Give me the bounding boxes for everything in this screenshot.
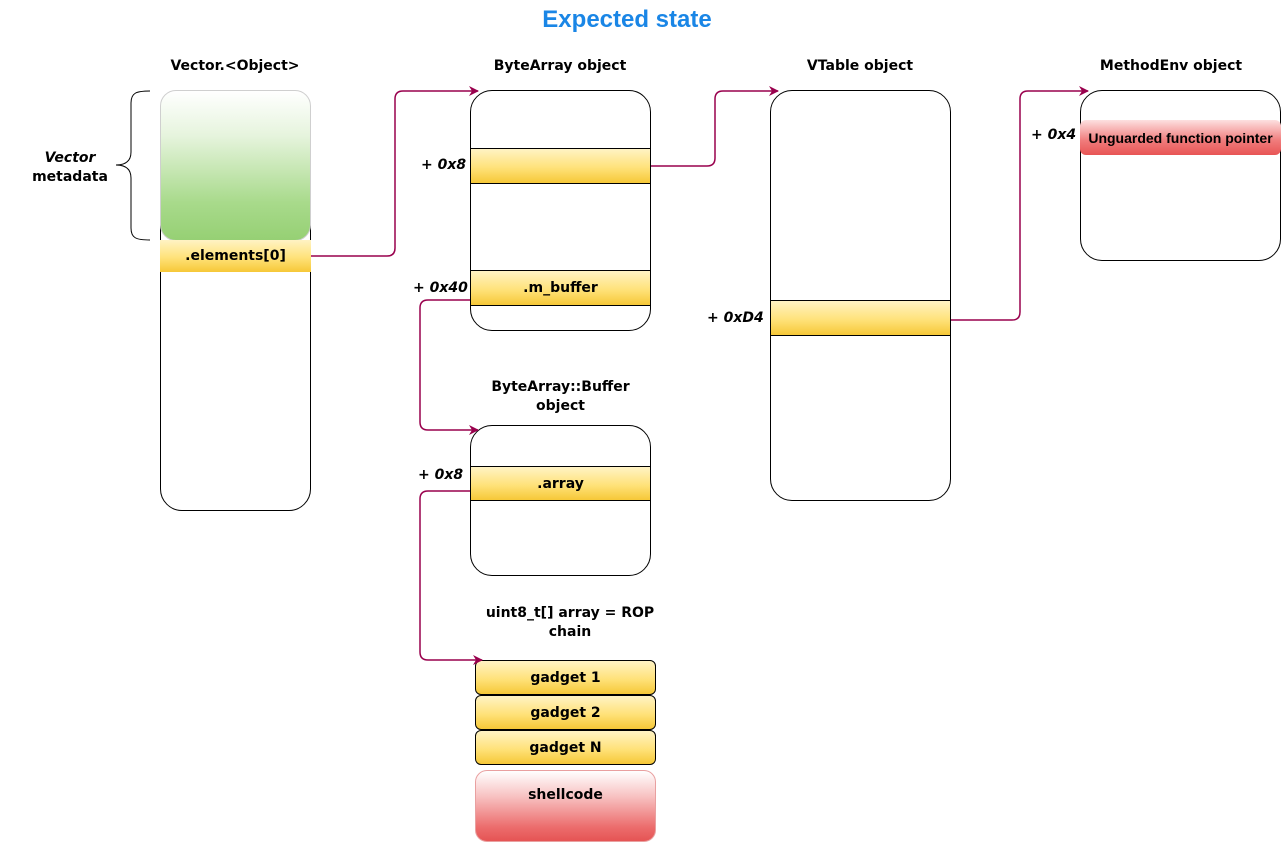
shellcode-block: shellcode	[475, 770, 656, 842]
vtable-method-field	[770, 300, 951, 336]
offset-0x8-buffer: + 0x8	[418, 467, 464, 483]
array-field: .array	[470, 466, 651, 501]
elements-field: .elements[0]	[160, 240, 311, 272]
metadata-word: Vector	[44, 150, 96, 166]
offset-0x40: + 0x40	[413, 280, 468, 296]
arrow-elements-to-bytearray	[311, 86, 479, 257]
gadget-n: gadget N	[475, 730, 656, 765]
vector-header: Vector.<Object>	[170, 58, 300, 74]
rop-header-line2: chain	[548, 624, 592, 640]
rop-header-line1: uint8_t[] array = ROP	[485, 605, 655, 621]
offset-0x4: + 0x4	[1031, 127, 1077, 143]
arrow-vtable-to-methodenv	[951, 86, 1089, 321]
vector-metadata-block	[160, 90, 311, 241]
gadget-2: gadget 2	[475, 695, 656, 730]
vtable-header: VTable object	[806, 58, 914, 74]
metadata-text: metadata	[32, 169, 108, 185]
offset-0xd4: + 0xD4	[707, 310, 764, 326]
rop-header: uint8_t[] array = ROP chain	[470, 604, 670, 642]
bytearray-header: ByteArray object	[493, 58, 627, 74]
buffer-header-line2: object	[536, 398, 585, 414]
unguarded-function-pointer-field: Unguarded function pointer	[1080, 120, 1281, 155]
arrow-array-to-rop	[419, 490, 483, 665]
m-buffer-field: .m_buffer	[470, 270, 651, 306]
buffer-header-line1: ByteArray::Buffer	[491, 379, 630, 395]
diagram-title: Expected state	[542, 6, 712, 33]
arrow-mbuffer-to-buffer	[419, 299, 479, 435]
methodenv-header: MethodEnv object	[1099, 58, 1243, 74]
methodenv-object-box	[1080, 90, 1281, 261]
vtable-object-box	[770, 90, 951, 501]
offset-0x8-bytearray: + 0x8	[421, 157, 467, 173]
gadget-1: gadget 1	[475, 660, 656, 695]
vector-metadata-label: Vector metadata	[22, 149, 118, 187]
buffer-header: ByteArray::Buffer object	[470, 378, 651, 416]
metadata-brace	[115, 90, 151, 241]
arrow-bytearray-to-vtable	[651, 86, 779, 167]
bytearray-vtable-field	[470, 148, 651, 184]
